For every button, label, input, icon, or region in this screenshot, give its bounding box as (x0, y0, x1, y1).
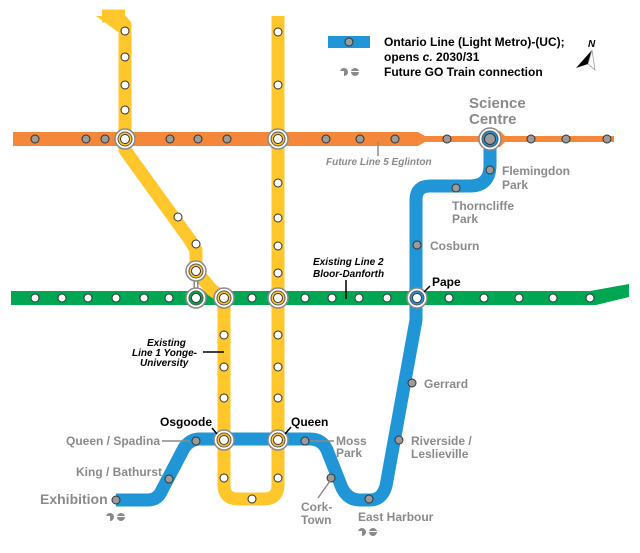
interchange-spadina (213, 287, 235, 309)
bloor-stations (30, 293, 595, 303)
label-gerrard: Gerrard (424, 377, 468, 391)
label-bloor-line-2: Bloor-Danforth (313, 269, 384, 280)
interchange-eglinton (267, 128, 289, 150)
interchange-st-george-upper (185, 260, 207, 282)
label-osgoode: Osgoode (160, 415, 212, 429)
legend-ontario-line-label-1: Ontario Line (Light Metro)-(UC); (384, 35, 565, 49)
label-pape: Pape (432, 275, 461, 289)
interchange-bloor-yonge (267, 287, 289, 309)
interchange-pape (406, 287, 428, 309)
station-labels: Science Centre Flemingdon Park Thornclif… (40, 95, 570, 527)
label-thorncliffe-1: Thorncliffe (452, 199, 514, 213)
label-flemingdon-2: Park (502, 178, 528, 192)
label-moss-park-2: Park (336, 446, 362, 460)
label-king-bathurst: King / Bathurst (76, 465, 162, 479)
line1-top-cap (96, 16, 125, 32)
line2-bloor-danforth (11, 284, 629, 305)
label-corktown-2: Town (301, 513, 331, 527)
interchange-eglinton-west (114, 128, 136, 150)
label-yonge-line-3: University (140, 358, 189, 369)
label-corktown-1: Cork- (301, 500, 332, 514)
interchange-queen (267, 429, 289, 451)
compass-label: N (588, 39, 596, 50)
yonge-university-stations (120, 26, 283, 504)
interchange-st-george-lower (185, 287, 207, 309)
legend-ontario-line-text: Ontario Line (Light Metro)-(UC); opens c… (384, 35, 565, 65)
label-science-centre-1: Science (469, 95, 526, 112)
line-labels: Future Line 5 Eglinton Existing Line 2 B… (132, 157, 432, 369)
label-moss-park-1: Moss (336, 434, 367, 448)
label-riverside-1: Riverside / (411, 434, 472, 448)
north-arrow-icon: N (576, 39, 596, 72)
label-east-harbour: East Harbour (358, 510, 434, 524)
label-flemingdon-1: Flemingdon (502, 164, 570, 178)
label-thorncliffe-2: Park (452, 212, 478, 226)
legend-go-transit-icon (340, 68, 359, 76)
interchange-stations (114, 127, 502, 451)
label-queen-spadina: Queen / Spadina (66, 434, 160, 448)
leader-lines (162, 142, 379, 499)
label-yonge-line-2: Line 1 Yonge- (132, 348, 198, 359)
label-riverside-2: Leslieville (411, 447, 469, 461)
label-eglinton-line: Future Line 5 Eglinton (326, 157, 432, 168)
legend (328, 36, 370, 76)
legend-go-label: Future GO Train connection (384, 65, 543, 79)
interchange-osgoode (213, 429, 235, 451)
eglinton-stations (30, 134, 612, 144)
leader-lines-black (203, 280, 431, 435)
ontario-line-stations (111, 165, 495, 505)
interchange-science-centre (478, 127, 502, 151)
label-science-centre-2: Centre (469, 111, 517, 128)
label-queen: Queen (291, 415, 328, 429)
legend-ontario-line-label-2: opens c. 2030/31 (384, 50, 480, 64)
label-bloor-line-1: Existing Line 2 (313, 257, 384, 268)
label-yonge-line-1: Existing (147, 338, 186, 349)
label-cosburn: Cosburn (430, 239, 479, 253)
label-exhibition: Exhibition (40, 491, 108, 507)
ontario-line (116, 140, 497, 507)
go-transit-icon-exhibition (106, 513, 125, 521)
go-transit-icon-east-harbour (358, 528, 377, 536)
